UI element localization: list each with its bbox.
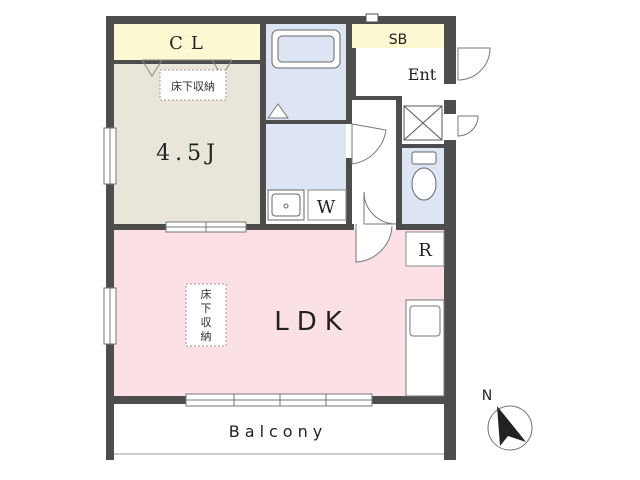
washer-label: W: [317, 197, 336, 218]
closet-floor: [114, 24, 260, 60]
compass-north-label: N: [482, 388, 492, 404]
underfloor-storage-ldk-char-1: 床: [201, 287, 212, 301]
compass-arrow-icon: [497, 406, 526, 446]
kitchen-counter: [405, 299, 445, 397]
bedroom-sliding-door: [165, 221, 247, 233]
bedroom-label: 4.5J: [156, 141, 220, 166]
underfloor-storage-ldk-box: [185, 283, 227, 347]
ldk-label: LDK: [274, 307, 350, 337]
bathtub-icon: [271, 29, 341, 69]
closet-label: CL: [169, 33, 211, 54]
top-vent: [365, 13, 379, 23]
underfloor-storage-ldk-char-4: 納: [201, 330, 212, 343]
underfloor-storage-ldk-char-3: 収: [201, 316, 212, 329]
washroom-area: [266, 124, 346, 190]
pipe-space: [403, 105, 443, 141]
balcony-label: Balcony: [229, 422, 327, 441]
storage-box-floor: [352, 24, 444, 48]
bedroom-window: [103, 127, 117, 185]
refrigerator-box: [405, 231, 445, 267]
compass-circle: [487, 405, 533, 451]
shower-icon: [267, 103, 289, 119]
underfloor-storage-top-label: 床下収納: [171, 79, 215, 93]
ldk-floor: [114, 230, 444, 396]
wash-basin-icon: [267, 189, 305, 221]
compass: N: [482, 388, 533, 451]
storage-box-label: SB: [389, 32, 408, 48]
underfloor-storage-ldk-char-2: 下: [201, 302, 212, 315]
entrance-label: Ent: [408, 65, 437, 84]
underfloor-storage-top-box: [159, 69, 227, 101]
refrigerator-label: R: [418, 240, 432, 261]
door-swings: [351, 47, 491, 263]
washer-box: [307, 189, 347, 221]
toilet-icon: [411, 151, 437, 201]
balcony-sliding-window: [185, 393, 373, 407]
ldk-side-window: [103, 287, 117, 345]
